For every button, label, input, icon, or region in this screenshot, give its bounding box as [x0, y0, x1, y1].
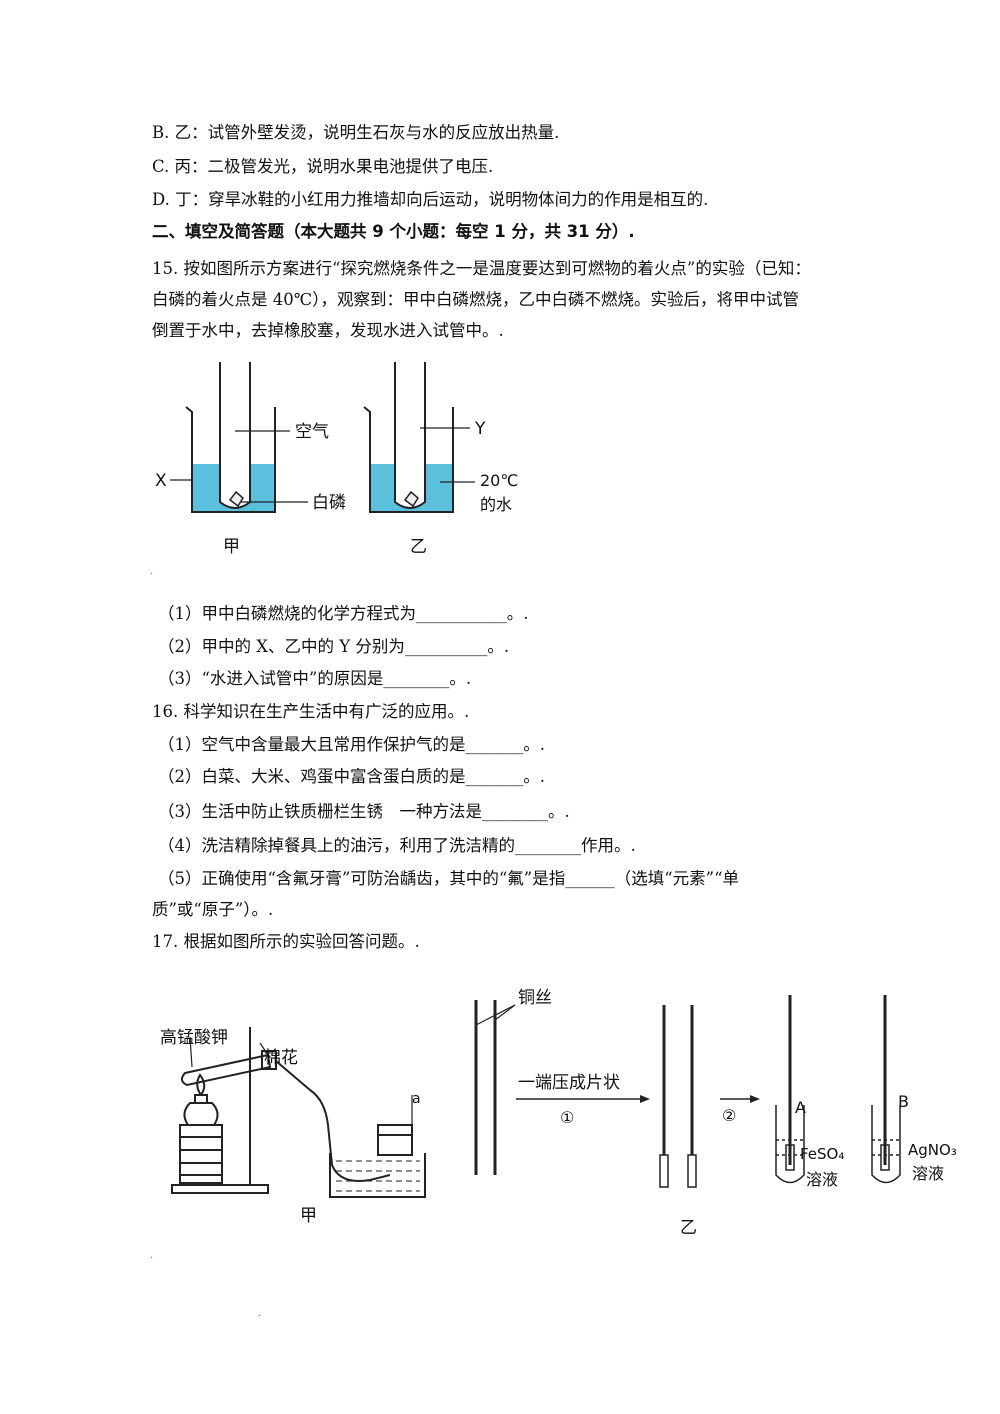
label-solution-b: 溶液	[912, 1164, 944, 1183]
q15-sub-2: （2）甲中的 X、乙中的 Y 分别为__________。.	[158, 637, 510, 656]
label-cotton: 棉花	[264, 1048, 298, 1068]
beaker-left	[170, 362, 308, 513]
label-water-temp: 20℃	[480, 471, 518, 490]
q15-sub-3: （3）“水进入试管中”的原因是________。.	[158, 669, 472, 688]
q17-figure: 高锰酸钾 棉花 a 甲 铜丝 一端压成片状 ① ② A FeSO₄ 溶液 B A…	[160, 988, 957, 1238]
label-y: Y	[474, 419, 486, 439]
q15-sub-1: （1）甲中白磷燃烧的化学方程式为___________。.	[158, 604, 529, 623]
option-c: C. 丙：二极管发光，说明水果电池提供了电压.	[152, 157, 494, 176]
caption-right: 乙	[680, 1218, 697, 1238]
option-d: D. 丁：穿旱冰鞋的小红用力推墙却向后运动，说明物体间力的作用是相互的.	[152, 190, 709, 209]
q16-sub-5-cont: 质”或“原子”）。.	[152, 900, 274, 919]
beaker-right	[363, 362, 475, 513]
label-water: 的水	[480, 495, 512, 514]
label-kmno4: 高锰酸钾	[160, 1028, 228, 1048]
label-feso4: FeSO₄	[800, 1145, 844, 1163]
q15-stem-line-1: 15. 按如图所示方案进行“探究燃烧条件之一是温度要达到可燃物的着火点”的实验（…	[152, 259, 811, 278]
label-B: B	[898, 1092, 909, 1111]
q16-sub-5: （5）正确使用“含氟牙膏”可防治龋齿，其中的“氟”是指______（选填“元素”…	[158, 869, 740, 888]
q16-sub-4: （4）洗洁精除掉餐具上的油污，利用了洗洁精的________作用。.	[158, 836, 636, 855]
option-b: B. 乙：试管外壁发烫，说明生石灰与水的反应放出热量.	[152, 123, 560, 142]
label-agno3: AgNO₃	[908, 1141, 957, 1159]
label-phosphorus: 白磷	[312, 493, 346, 513]
tube-b	[871, 995, 901, 1184]
q17-stem: 17. 根据如图所示的实验回答问题。.	[152, 932, 420, 951]
tube-a	[775, 995, 805, 1184]
q16-stem: 16. 科学知识在生产生活中有广泛的应用。.	[152, 702, 470, 721]
section-heading: 二、填空及简答题（本大题共 9 个小题：每空 1 分，共 31 分）.	[152, 222, 635, 241]
trough-water-lines	[336, 1160, 420, 1192]
caption-left: 甲	[223, 537, 240, 557]
label-a: a	[412, 1091, 421, 1107]
q15-stem-line-2: 白磷的着火点是 40℃），观察到：甲中白磷燃烧，乙中白磷不燃烧。实验后，将甲中试…	[152, 290, 799, 309]
label-air: 空气	[295, 422, 329, 442]
flattened-ends	[659, 1154, 697, 1188]
q15-figure: 空气 X 白磷 甲 Y 20℃ 的水 乙	[155, 362, 518, 557]
label-copper: 铜丝	[518, 988, 552, 1008]
label-solution-a: 溶液	[806, 1170, 838, 1189]
q16-sub-2: （2）白菜、大米、鸡蛋中富含蛋白质的是_______。.	[158, 767, 545, 786]
caption-right: 乙	[410, 537, 427, 557]
apparatus-left	[171, 1027, 426, 1198]
q16-sub-3: （3）生活中防止铁质栅栏生锈 一种方法是________。.	[158, 802, 570, 821]
q16-sub-1: （1）空气中含量最大且常用作保护气的是_______。.	[158, 735, 545, 754]
caption-left: 甲	[300, 1206, 317, 1226]
label-step2: ②	[722, 1106, 736, 1125]
copper-wires	[474, 1000, 694, 1175]
label-A: A	[795, 1098, 806, 1117]
q15-stem-line-3: 倒置于水中，去掉橡胶塞，发现水进入试管中。.	[152, 321, 504, 340]
label-x: X	[155, 471, 167, 491]
label-step1: ①	[560, 1108, 574, 1127]
label-press: 一端压成片状	[518, 1073, 620, 1093]
